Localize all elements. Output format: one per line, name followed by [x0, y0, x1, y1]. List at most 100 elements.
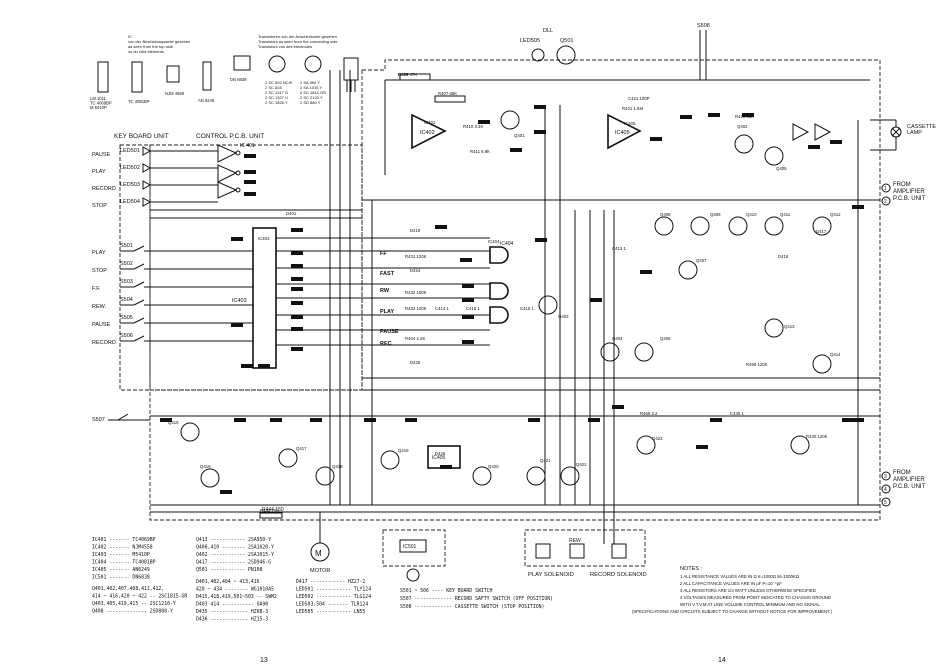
note-line: 3 ALL RESISTORS ARE 1/4 WATT UNLESS OTHE… — [680, 588, 816, 593]
switch-name-label: S506 — [120, 333, 133, 339]
svg-text:IC405: IC405 — [432, 455, 446, 461]
svg-text:IC402: IC402 — [420, 130, 435, 136]
component-ref: Q422 — [576, 462, 587, 467]
note-line: WITH V.T.V.M AT LINE VOLUME CONTROL MINI… — [680, 602, 820, 607]
parts-list-line: D417 ------------ HZ27-2 — [296, 579, 365, 585]
component-ref: D419 — [410, 228, 421, 233]
keyboard-unit-label: KEY BOARD UNIT — [114, 133, 169, 140]
q402-transistor — [734, 134, 754, 154]
q416-transistor — [180, 422, 200, 442]
switch-icon — [133, 317, 145, 324]
component-ref: Q417 — [296, 446, 307, 451]
switch-function-label: REW. — [92, 304, 107, 310]
buffer-1 — [792, 123, 810, 141]
q420-transistor — [380, 450, 400, 470]
component-ref: D427 — [398, 72, 409, 77]
ic-package-dip14b — [131, 61, 143, 93]
component-ref: C435 1 — [730, 411, 744, 416]
switch-name-label: S504 — [120, 297, 133, 303]
connector-5-bottom — [881, 497, 891, 507]
led-icon — [142, 163, 152, 173]
rew-solenoid-coil — [569, 543, 585, 559]
led505-label: LED505 — [520, 38, 540, 44]
component-ref: Q407 — [696, 258, 707, 263]
component-ref: IC404 — [488, 239, 500, 244]
svg-text:5: 5 — [884, 500, 887, 506]
note-line: 2 ALL CAPACITANCE VALUES ARE IN μF P=10⁻… — [680, 581, 782, 586]
q403-transistor — [538, 295, 558, 315]
transistor-package-2 — [304, 55, 322, 73]
transistor-type: 2 SC 828 — [265, 85, 282, 90]
q417-transistor — [200, 468, 220, 488]
q418-transistor — [278, 448, 298, 468]
transistor-type: 2 SD 880 Y — [300, 100, 321, 105]
parts-list-line: S507 ------------- RECORD SAFTY SWITCH (… — [400, 596, 553, 602]
parts-list-line: Q401,402,407,408,411,412, — [92, 586, 164, 592]
led-icon — [142, 146, 152, 156]
connector-1-top — [881, 183, 891, 193]
svg-text:IC 401: IC 401 — [240, 143, 255, 149]
ic402-opamp — [411, 113, 447, 150]
led-function-label: RECORD — [92, 186, 116, 192]
logic-signal-label: FF — [380, 251, 387, 257]
led-name-label: LED502 — [120, 165, 140, 171]
right-connectors: 12 34 5 — [852, 119, 902, 507]
parts-list-line: IC402 ------- NJM4558 — [92, 545, 153, 551]
component-ref: Q419 — [398, 448, 409, 453]
component-ref: IC403 — [258, 236, 270, 241]
q405-transistor — [764, 146, 784, 166]
parts-list-line: LED503,504 ------- TLR124 — [296, 602, 368, 608]
svg-text:3: 3 — [884, 474, 887, 480]
q422-transistor — [526, 466, 546, 486]
logic-signal-label: FAST — [380, 271, 395, 277]
parts-list-line: Q413 ------------ 2SA950-Y — [196, 537, 271, 543]
switch-icon — [133, 335, 145, 342]
connector-2-top — [881, 196, 891, 206]
component-ref: Q402 — [737, 124, 748, 129]
ic-package-dip8 — [166, 65, 180, 83]
q405b-transistor — [634, 342, 654, 362]
switch-function-label: F.F. — [92, 286, 101, 292]
component-ref: R464 2.2K — [405, 336, 425, 341]
component-ref: R469 120K — [746, 362, 768, 367]
component-ref: C421 100P — [628, 96, 650, 101]
record-solenoid-coil — [611, 543, 627, 559]
switch-function-label: PLAY — [92, 250, 106, 256]
ic501-block — [399, 539, 427, 553]
main-pcb-border — [149, 59, 881, 521]
component-ref: Q411 — [780, 212, 791, 217]
led-name-label: LED503 — [120, 182, 140, 188]
parts-list-line: IC405 ------- AN6249 — [92, 567, 150, 573]
switch-column: PLAYS501STOPS502F.F.S503REW.S504PAUSES50… — [92, 243, 253, 346]
q421-transistor — [472, 466, 492, 486]
component-ref: D417 — [816, 229, 827, 234]
led-function-label: STOP — [92, 203, 107, 209]
led-name-label: LED501 — [120, 148, 140, 154]
s507-label: S507 — [92, 417, 105, 423]
component-ref: R466 2.2 — [640, 411, 658, 416]
q412-transistor — [790, 435, 810, 455]
ic403-block — [252, 227, 277, 369]
q411-transistor — [636, 435, 656, 455]
q415-transistor — [812, 354, 832, 374]
buffer-2 — [814, 123, 832, 141]
ic501-label: IC501 — [403, 544, 417, 550]
switch-icon — [133, 299, 145, 306]
q404-transistor — [600, 342, 620, 362]
q410-transistor — [764, 216, 784, 236]
component-ref: R431 120K — [405, 254, 427, 259]
transistor-type: 2 SC 1815 GR — [300, 90, 326, 95]
solenoid-border — [524, 529, 646, 567]
component-ref: Q408 — [660, 212, 671, 217]
note-line: 1 ALL RESISTANCE VALUES ARE IN Ω K=1000Ω… — [680, 574, 800, 579]
bus-lines — [150, 70, 880, 530]
q413-transistor — [812, 216, 832, 236]
component-ref: Q421 — [540, 458, 551, 463]
connector-3-bottom — [881, 471, 891, 481]
component-ref: Q403 — [558, 314, 569, 319]
page-number-left: 13 — [260, 657, 268, 664]
